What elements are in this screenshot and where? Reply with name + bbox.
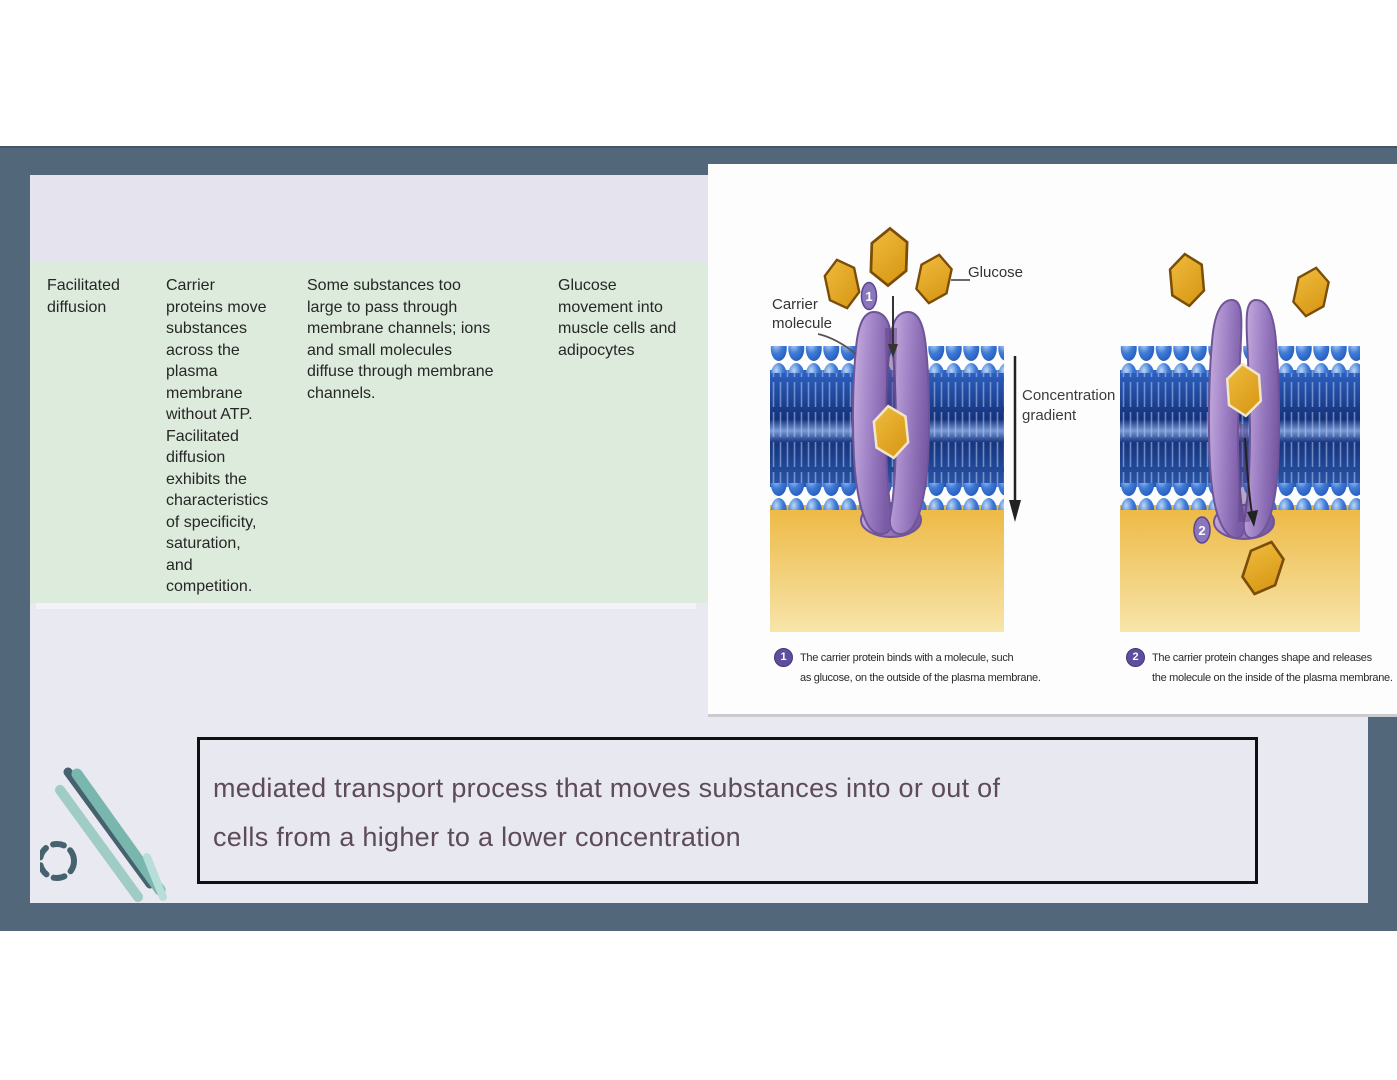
table-cell-examples: Glucose movement into muscle cells and a… xyxy=(558,277,677,359)
table-cell-substances: Some substances too large to pass throug… xyxy=(307,277,494,402)
slide-decoration xyxy=(40,767,167,902)
step1-caption-text: The carrier protein binds with a molecul… xyxy=(800,652,1041,684)
concentration-gradient-label: Concentration gradient xyxy=(1022,387,1116,424)
carrier-callout-line xyxy=(817,333,857,355)
step1-art-badge: 1 xyxy=(860,281,878,311)
membrane-transport-figure: 1 xyxy=(708,164,1397,717)
figure-step1-caption: 1 The carrier protein binds with a molec… xyxy=(774,648,1041,688)
concentration-gradient-arrow xyxy=(1009,356,1021,522)
decoration-line-icon xyxy=(143,853,167,901)
carrier-protein-step2 xyxy=(1207,298,1281,540)
table-bottom-divider xyxy=(36,603,696,609)
glucose-hexagon xyxy=(869,226,909,288)
step2-art-badge: 2 xyxy=(1193,516,1211,544)
glucose-label: Glucose xyxy=(968,264,1024,281)
figure-step1-art: 1 xyxy=(770,226,1004,632)
table-cell-process-name: Facilitated diffusion xyxy=(47,277,120,316)
definition-text: mediated transport process that moves su… xyxy=(213,773,1001,852)
svg-text:1: 1 xyxy=(865,289,872,304)
table-body-background xyxy=(30,262,708,603)
entry-arrow-head xyxy=(888,344,898,358)
carrier-molecule-label: Carrier molecule xyxy=(772,296,833,332)
step1-caption-badge: 1 xyxy=(774,648,793,667)
release-arrow-head xyxy=(1247,510,1258,527)
svg-text:2: 2 xyxy=(1198,523,1205,538)
decoration-line-icon xyxy=(55,785,143,902)
figure-step2-art: 2 xyxy=(1120,251,1360,632)
release-arrow-shaft xyxy=(1244,437,1253,515)
dashed-circle-icon xyxy=(40,841,77,881)
table-header-band xyxy=(30,175,708,262)
step2-caption-text: The carrier protein changes shape and re… xyxy=(1152,652,1393,684)
decoration-line-icon xyxy=(71,768,166,896)
glucose-hexagon xyxy=(1289,263,1333,321)
table-cell-description: Carrier proteins move substances across … xyxy=(166,277,269,595)
glucose-hexagon xyxy=(912,250,956,308)
step2-caption-badge: 2 xyxy=(1126,648,1145,667)
glucose-hexagon xyxy=(1167,251,1207,309)
definition-box: mediated transport process that moves su… xyxy=(197,737,1258,884)
figure-step2-caption: 2 The carrier protein changes shape and … xyxy=(1126,648,1393,688)
carrier-protein-step1 xyxy=(851,310,931,538)
